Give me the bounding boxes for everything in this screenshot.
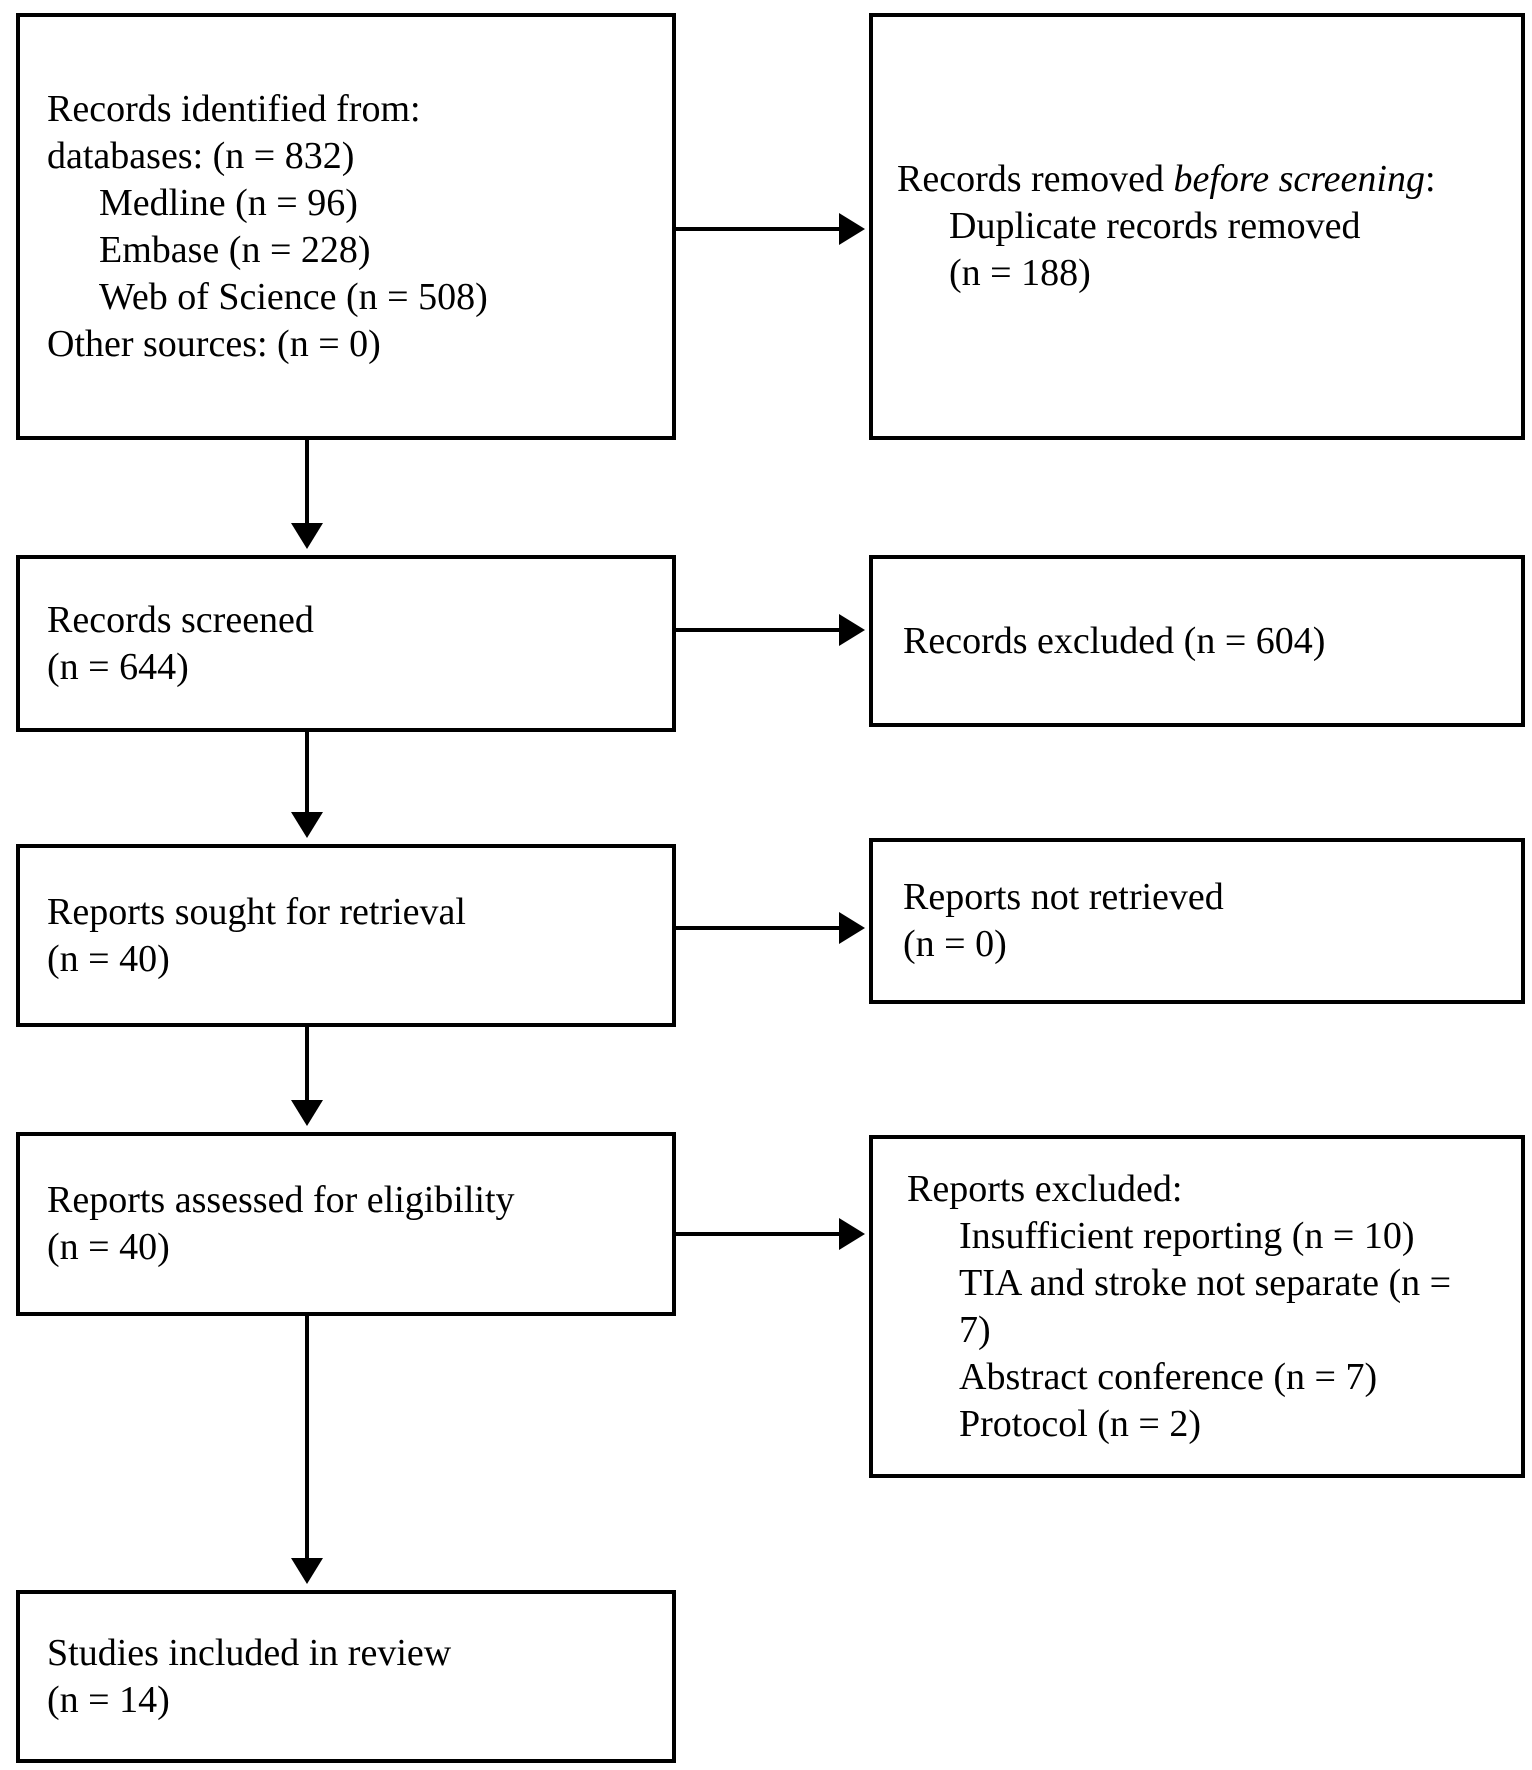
box-text-line: TIA and stroke not separate (n = xyxy=(959,1261,1452,1304)
box-records-screened: Records screened (n = 644) xyxy=(16,555,676,732)
box-text-line: Records identified from: xyxy=(47,87,421,130)
box-text-line: Records screened xyxy=(47,598,314,641)
arrow-sought-to-assessed xyxy=(291,1027,323,1126)
arrow-identified-to-screened xyxy=(291,440,323,549)
box-text-line: Duplicate records removed xyxy=(949,205,1361,247)
box-records-identified: Records identified from: databases: (n =… xyxy=(16,13,676,440)
box-text-line: Other sources: (n = 0) xyxy=(47,322,381,365)
box-text-line: Reports excluded: xyxy=(907,1167,1183,1210)
box-text-line: (n = 14) xyxy=(47,1678,170,1721)
box-text-line: (n = 188) xyxy=(949,252,1091,294)
box-text-line: Records excluded (n = 604) xyxy=(903,619,1326,662)
box-text-line: 7) xyxy=(959,1308,991,1351)
box-text-line: Reports assessed for eligibility xyxy=(47,1179,515,1221)
box-text-line: Medline (n = 96) xyxy=(99,181,358,224)
box-text-line: Studies included in review xyxy=(47,1631,452,1674)
box-text-line: databases: (n = 832) xyxy=(47,134,355,177)
box-text-line: (n = 40) xyxy=(47,937,170,980)
box-reports-sought: Reports sought for retrieval (n = 40) xyxy=(16,844,676,1027)
box-reports-not-retrieved: Reports not retrieved (n = 0) xyxy=(869,838,1525,1004)
box-records-removed-before-screening: Records removed before screening: Duplic… xyxy=(869,13,1525,440)
box-text-line: Protocol (n = 2) xyxy=(959,1402,1202,1445)
arrow-identified-to-removed xyxy=(676,213,865,245)
box-text-line: (n = 644) xyxy=(47,645,189,688)
box-text-line: Web of Science (n = 508) xyxy=(99,275,488,318)
box-text-line: Reports not retrieved xyxy=(903,876,1224,918)
box-records-excluded: Records excluded (n = 604) xyxy=(869,555,1525,727)
arrow-screened-to-excluded xyxy=(676,614,865,646)
box-reports-assessed: Reports assessed for eligibility (n = 40… xyxy=(16,1132,676,1316)
arrow-sought-to-not-retrieved xyxy=(676,912,865,944)
box-studies-included: Studies included in review (n = 14) xyxy=(16,1590,676,1763)
box-text-segment: Records removed xyxy=(897,158,1174,200)
arrow-screened-to-sought xyxy=(291,732,323,838)
box-text-line: Reports sought for retrieval xyxy=(47,890,466,933)
box-text-segment: : xyxy=(1424,158,1436,200)
arrow-assessed-to-reports-excluded xyxy=(676,1218,865,1250)
box-text-line: Insufficient reporting (n = 10) xyxy=(959,1214,1415,1257)
box-text-line: Records removed before screening: xyxy=(897,156,1509,203)
box-text-line: Embase (n = 228) xyxy=(99,228,371,271)
box-text-line: (n = 40) xyxy=(47,1226,170,1268)
box-text-line: Abstract conference (n = 7) xyxy=(959,1355,1378,1398)
arrow-assessed-to-included xyxy=(291,1316,323,1584)
box-reports-excluded: Reports excluded: Insufficient reporting… xyxy=(869,1135,1525,1478)
box-text-line: (n = 0) xyxy=(903,923,1007,965)
box-text-italic-segment: before screening xyxy=(1173,158,1425,200)
